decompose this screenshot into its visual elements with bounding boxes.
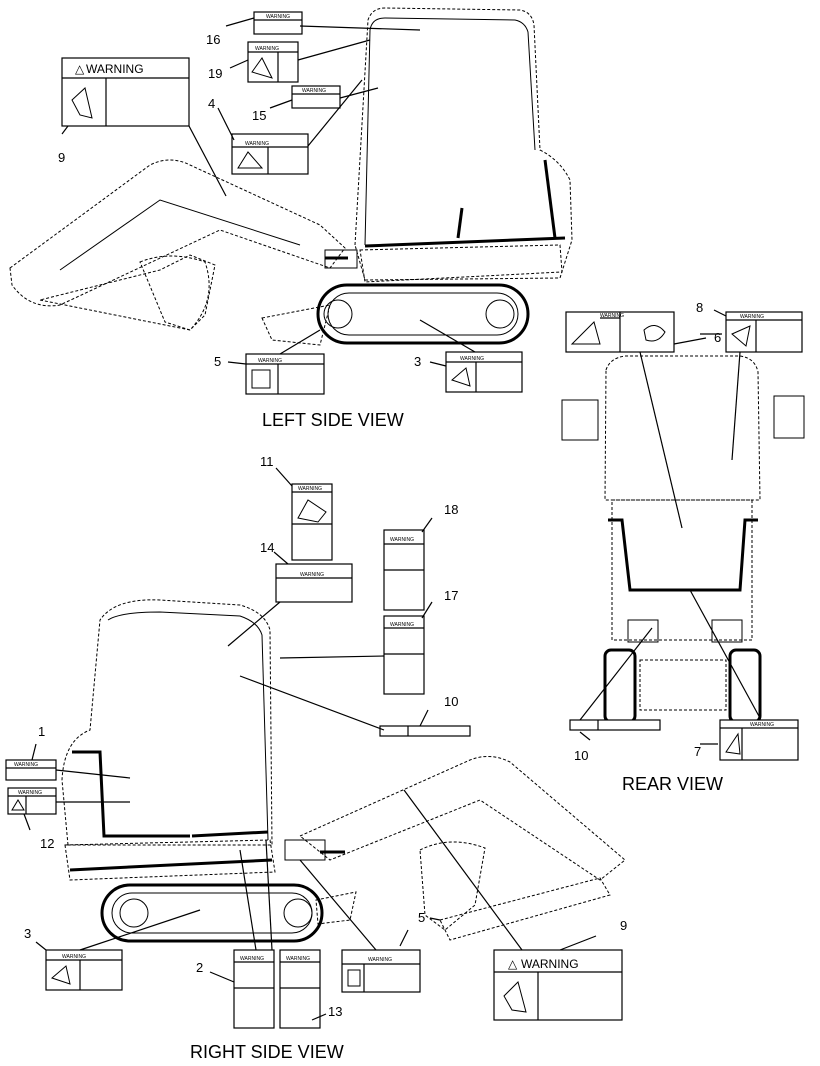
decal-4: WARNING (231, 133, 309, 175)
decal-5-left: WARNING (245, 353, 325, 395)
decal-19: WARNING (247, 41, 299, 83)
rear-excavator (561, 355, 805, 724)
decal-warning-text: WARNING (521, 957, 579, 971)
decal-small-text: WARNING (245, 141, 269, 147)
decal-12: WARNING (7, 787, 57, 815)
hazard-pictogram-icon (570, 321, 601, 345)
decal-6-8: WARNING (725, 311, 803, 353)
decal-small-text: WARNING (740, 314, 764, 320)
decal-small-text: WARNING (390, 537, 414, 543)
callout-14: 14 (260, 540, 274, 555)
warning-triangle-icon: △ (508, 957, 518, 971)
decal-small-text: WARNING (62, 954, 86, 960)
callout-6: 6 (714, 330, 721, 345)
decal-16: WARNING (253, 11, 303, 35)
callout-19: 19 (208, 66, 222, 81)
callout-10-rear: 10 (574, 748, 588, 763)
decal-small-text: WARNING (258, 358, 282, 364)
decal-18: WARNING (383, 529, 425, 611)
decal-small-text: WARNING (460, 356, 484, 362)
decal-9-left: WARNING △ (61, 57, 190, 127)
hazard-pictogram-icon (347, 969, 361, 987)
decal-14: WARNING (275, 563, 353, 603)
callout-4: 4 (208, 96, 215, 111)
hazard-pictogram-icon (725, 732, 741, 755)
warning-triangle-icon: △ (75, 62, 85, 76)
callout-2: 2 (196, 960, 203, 975)
callout-13: 13 (328, 1004, 342, 1019)
decal-small-text: WARNING (750, 722, 774, 728)
hazard-pictogram-icon (451, 367, 471, 387)
decal-small-text: WARNING (600, 313, 624, 319)
callout-12: 12 (40, 836, 54, 851)
decal-15: WARNING (291, 85, 341, 109)
decal-small-text: WARNING (302, 88, 326, 94)
leader-lines-rear (579, 309, 761, 745)
callout-1: 1 (38, 724, 45, 739)
hazard-pictogram-icon (51, 965, 71, 985)
decal-3-right: WARNING (45, 949, 123, 991)
leader-lines-left (61, 17, 476, 367)
decal-13: WARNING (279, 949, 321, 1029)
left-side-view-title: LEFT SIDE VIEW (262, 410, 404, 430)
callout-9-left: 9 (58, 150, 65, 165)
callout-3-left: 3 (414, 354, 421, 369)
decal-warning-text: WARNING (86, 62, 144, 76)
decal-9-right: △ WARNING (493, 949, 623, 1021)
decal-17: WARNING (383, 615, 425, 695)
decal-small-text: WARNING (266, 14, 290, 20)
decal-10-right (379, 725, 471, 737)
leader-lines-right (23, 467, 597, 1021)
decal-small-text: WARNING (298, 486, 322, 492)
decal-7: WARNING (719, 719, 799, 761)
hazard-pictogram-icon (251, 369, 271, 389)
decal-10-rear (569, 719, 661, 731)
right-side-excavator (61, 599, 626, 943)
decal-small-text: WARNING (240, 956, 264, 962)
decal-small-text: WARNING (286, 956, 310, 962)
decal-small-text: WARNING (368, 957, 392, 963)
hazard-pictogram-icon (11, 799, 25, 811)
right-side-view-title: RIGHT SIDE VIEW (190, 1042, 344, 1062)
hazard-pictogram-icon (71, 87, 93, 119)
callout-5-left: 5 (214, 354, 221, 369)
hazard-pictogram-icon (503, 981, 527, 1013)
callout-numbers: 16 19 15 4 9 5 3 8 6 11 18 14 17 10 10 7… (24, 32, 721, 1019)
decal-1: WARNING (5, 759, 57, 781)
hazard-pictogram-icon (643, 325, 666, 342)
decal-2: WARNING (233, 949, 275, 1029)
decal-small-text: WARNING (14, 762, 38, 768)
callout-18: 18 (444, 502, 458, 517)
callout-16: 16 (206, 32, 220, 47)
hazard-pictogram-icon (237, 151, 264, 169)
callout-7: 7 (694, 744, 701, 759)
hazard-pictogram-icon (731, 325, 751, 347)
left-side-excavator (9, 7, 573, 346)
decal-small-text: WARNING (255, 46, 279, 52)
callout-9-right: 9 (620, 918, 627, 933)
callout-3-right: 3 (24, 926, 31, 941)
callout-8: 8 (696, 300, 703, 315)
callout-10-right: 10 (444, 694, 458, 709)
callout-15: 15 (252, 108, 266, 123)
hazard-pictogram-icon (251, 57, 273, 79)
callout-11: 11 (260, 454, 274, 469)
decal-small-text: WARNING (18, 790, 42, 796)
decal-small-text: WARNING (390, 622, 414, 628)
rear-view-title: REAR VIEW (622, 774, 723, 794)
hazard-pictogram-icon (297, 499, 327, 523)
decal-11: WARNING (291, 483, 333, 561)
callout-5-right: 5 (418, 910, 425, 925)
callout-17: 17 (444, 588, 458, 603)
decal-3-left: WARNING (445, 351, 523, 393)
decal-rear-pair: WARNING (565, 311, 675, 353)
decal-small-text: WARNING (300, 572, 324, 578)
decal-5-right: WARNING (341, 949, 421, 993)
